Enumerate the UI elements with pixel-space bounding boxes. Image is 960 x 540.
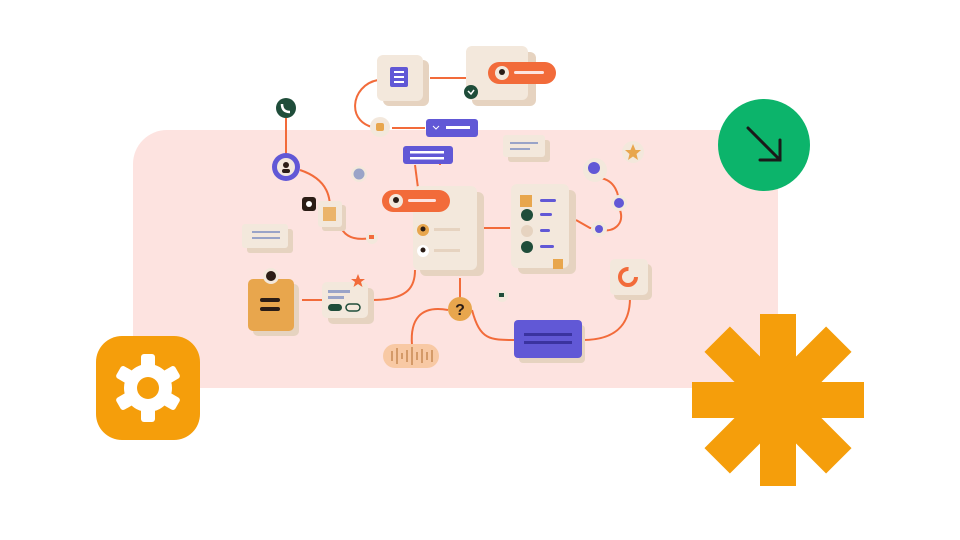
central-document <box>382 186 484 276</box>
phone-icon <box>276 98 296 118</box>
document-card <box>377 55 429 106</box>
donut-chart-icon <box>610 259 652 300</box>
star-icon <box>622 141 644 163</box>
flag-icon <box>366 232 378 244</box>
chat-bubbles-purple <box>403 119 478 164</box>
toggle-card <box>322 274 374 324</box>
question-icon: ? <box>448 297 472 321</box>
small-gear-icon <box>583 158 607 182</box>
notepad-icon <box>302 197 346 231</box>
arrow-down-right-icon <box>718 99 810 191</box>
chat-bubble-icon <box>503 135 550 162</box>
check-badge <box>351 166 367 182</box>
clock-icon <box>611 195 627 211</box>
audio-wave-icon <box>383 344 439 368</box>
checklist-card <box>511 184 576 274</box>
flag-icon-small <box>496 290 508 302</box>
svg-text:?: ? <box>455 302 465 319</box>
user-icon <box>272 153 300 181</box>
clipboard-icon <box>248 268 299 336</box>
message-card <box>514 320 585 363</box>
asterisk-icon <box>692 314 864 486</box>
small-pie-icon <box>591 221 607 237</box>
user-card <box>464 46 556 106</box>
gear-icon <box>96 336 200 440</box>
thumbs-up-icon <box>370 117 390 137</box>
chat-bubble-left <box>242 224 293 253</box>
